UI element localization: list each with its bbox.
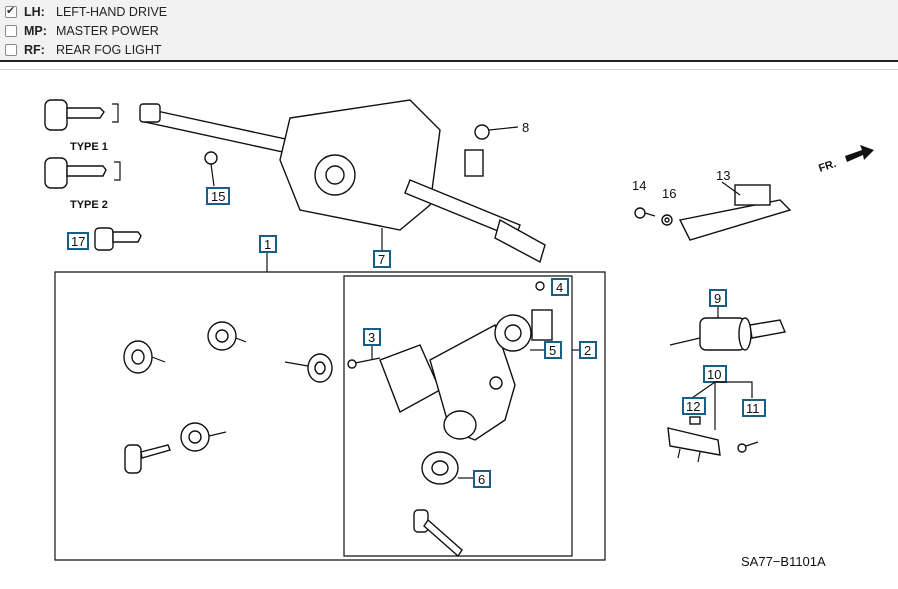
cylinder-6-icon [413,451,463,558]
callout-6[interactable]: 6 [473,470,491,488]
legend-code: RF: [24,42,45,57]
washer-16-icon [661,214,673,226]
legend-label: REAR FOG LIGHT [56,42,162,57]
callout-10[interactable]: 10 [703,365,727,383]
label-16: 16 [662,186,676,201]
lock-cylinder-icon [284,353,333,383]
callout-4[interactable]: 4 [551,278,569,296]
svg-text:10: 10 [707,367,721,382]
checkbox-lh[interactable] [5,4,17,18]
callout-7[interactable]: 7 [373,250,391,268]
legend-code: LH: [24,4,45,19]
svg-text:17: 17 [71,234,85,249]
callout-2[interactable]: 2 [579,341,597,359]
divider [0,69,898,70]
svg-text:4: 4 [556,280,563,295]
callout-11[interactable]: 11 [742,399,766,417]
screw-3-icon [347,357,381,369]
lock-cylinder-icon [207,321,247,351]
callout-1[interactable]: 1 [259,235,277,253]
svg-text:15: 15 [211,189,225,204]
switch-13-icon [678,181,792,241]
group-box-2 [343,275,573,557]
svg-text:6: 6 [478,472,485,487]
key-17-icon [94,227,142,251]
label-8: 8 [522,120,529,135]
checkbox-mp[interactable] [5,25,17,37]
screw-11-icon [737,441,759,453]
callout-15[interactable]: 15 [206,187,230,205]
svg-text:9: 9 [714,291,721,306]
type1-label: TYPE 1 [70,141,108,153]
key-type2-icon [44,157,121,189]
lock-cylinder-icon [180,422,227,452]
callout-9[interactable]: 9 [709,289,727,307]
option-legend: LH: LEFT-HAND DRIVE MP: MASTER POWER RF:… [0,0,898,62]
switch-9-icon [669,317,786,351]
parts-diagram: TYPE 1 TYPE 2 17 15 8 7 FR. [44,99,874,569]
lock-cylinder-icon [123,340,166,374]
combination-switch-icon [139,99,546,264]
svg-text:3: 3 [368,330,375,345]
svg-text:1: 1 [264,237,271,252]
connector-10-icon [667,416,721,463]
key-type1-icon [44,99,119,131]
type2-label: TYPE 2 [70,199,108,211]
legend-label: MASTER POWER [56,23,159,38]
svg-text:5: 5 [549,343,556,358]
front-arrow-icon [845,145,874,162]
drawing-code: SA77−B1101A [741,554,826,569]
svg-text:11: 11 [746,401,760,416]
label-14: 14 [632,178,646,193]
callout-3[interactable]: 3 [363,328,381,346]
callout-17[interactable]: 17 [67,232,89,250]
svg-text:7: 7 [378,252,385,267]
checkbox-rf[interactable] [5,44,17,56]
legend-label: LEFT-HAND DRIVE [56,4,168,19]
svg-text:2: 2 [584,343,591,358]
label-13: 13 [716,168,730,183]
ignition-housing-icon [379,309,553,441]
callout-5[interactable]: 5 [544,341,562,359]
callout-12[interactable]: 12 [682,397,706,415]
svg-text:12: 12 [686,399,700,414]
bolt-15-icon [204,151,218,187]
legend-code: MP: [24,23,47,38]
screw-14-icon [634,207,656,219]
key-icon [124,444,171,474]
screw-4-icon [535,281,545,291]
group-box-1 [54,271,606,561]
direction-label: FR. [817,158,838,175]
